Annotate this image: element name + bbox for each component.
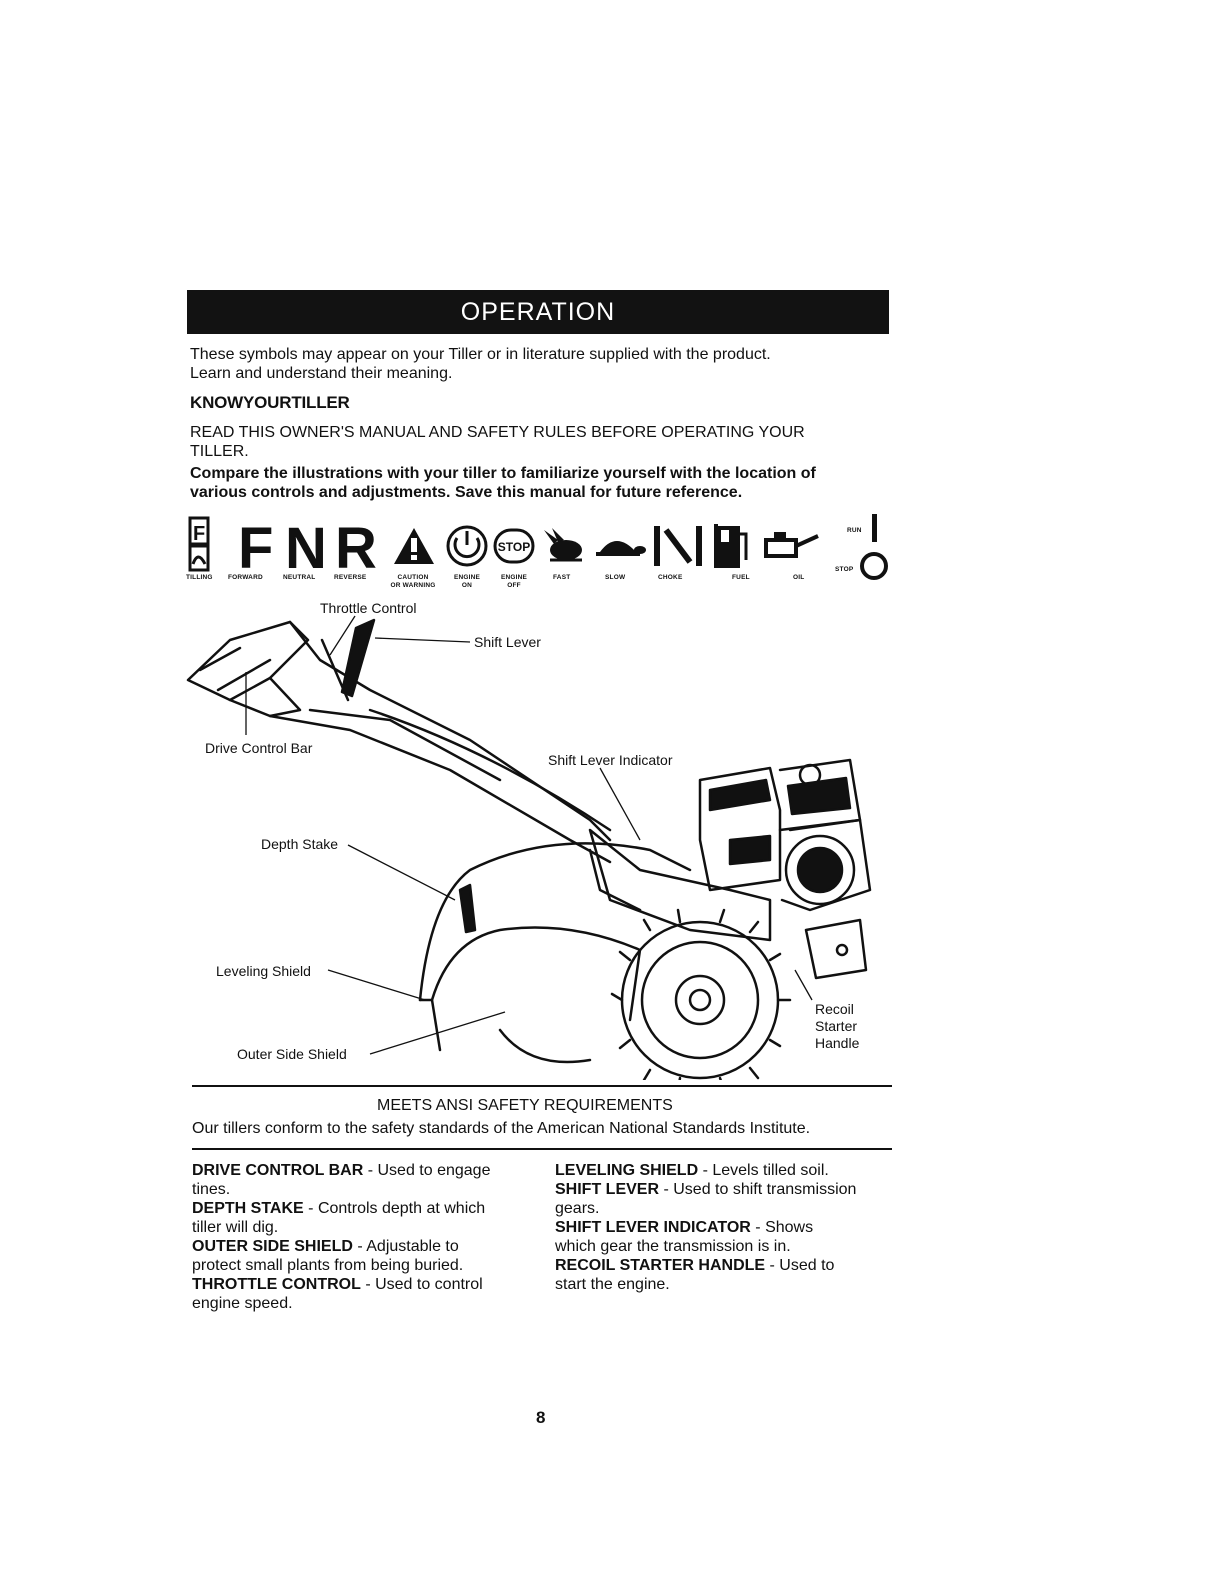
choke-icon — [654, 526, 702, 566]
engine-off-stop-icon: STOP — [493, 528, 535, 564]
def-recoil-starter-handle: RECOIL STARTER HANDLE - Used to — [555, 1257, 835, 1274]
run-label: RUN — [847, 527, 862, 534]
fuel-label: FUEL — [732, 574, 750, 581]
def-shift-lever: SHIFT LEVER - Used to shift transmission — [555, 1181, 857, 1198]
label-outer-side-shield: Outer Side Shield — [237, 1046, 347, 1062]
caution-label: CAUTION OR WARNING — [390, 574, 436, 589]
def-outer-side-shield: OUTER SIDE SHIELD - Adjustable to — [192, 1238, 459, 1255]
def-depth-stake: DEPTH STAKE - Controls depth at which — [192, 1200, 486, 1217]
neutral-label: NEUTRAL — [283, 574, 316, 581]
stop-glyph: STOP — [498, 540, 530, 554]
neutral-glyph: N — [285, 516, 327, 581]
engine-on-label: ENGINE ON — [453, 574, 481, 589]
fast-rabbit-icon — [544, 528, 582, 562]
stop-label: STOP — [835, 566, 854, 573]
def-throttle-control: THROTTLE CONTROL - Used to control — [192, 1276, 483, 1293]
def-leveling-shield: LEVELING SHIELD - Levels tilled soil. — [555, 1162, 829, 1179]
know-your-tiller-heading: KNOWYOURTILLER — [190, 393, 350, 412]
label-shift-lever-indicator: Shift Lever Indicator — [548, 752, 673, 768]
ansi-text: Our tillers conform to the safety standa… — [192, 1120, 811, 1137]
slow-turtle-icon — [596, 541, 646, 556]
definitions-right: LEVELING SHIELD - Levels tilled soil. SH… — [555, 1161, 895, 1294]
stop-circle-icon — [860, 552, 888, 580]
svg-text:F: F — [193, 523, 205, 545]
read-manual-text: READ THIS OWNER'S MANUAL AND SAFETY RULE… — [190, 423, 805, 461]
oil-can-icon — [764, 532, 819, 558]
read-line-2: TILLER. — [190, 443, 249, 460]
intro-text: These symbols may appear on your Tiller … — [190, 345, 771, 383]
run-bar-icon — [872, 514, 877, 542]
read-line-1: READ THIS OWNER'S MANUAL AND SAFETY RULE… — [190, 424, 805, 441]
oil-label: OIL — [793, 574, 805, 581]
compare-text: Compare the illustrations with your till… — [190, 464, 816, 502]
label-throttle-control: Throttle Control — [320, 600, 417, 616]
reverse-label: REVERSE — [334, 574, 367, 581]
tilling-icon: F — [188, 516, 210, 572]
forward-label: FORWARD — [228, 574, 263, 581]
label-depth-stake: Depth Stake — [261, 836, 339, 852]
choke-label: CHOKE — [658, 574, 683, 581]
ansi-heading: MEETS ANSI SAFETY REQUIREMENTS — [377, 1097, 673, 1114]
section-banner: OPERATION — [187, 290, 889, 334]
reverse-glyph: R — [335, 516, 377, 581]
tilling-symbol: F — [188, 516, 226, 574]
label-drive-control-bar: Drive Control Bar — [205, 740, 313, 756]
fuel-pump-icon — [714, 524, 748, 568]
tilling-label: TILLING — [186, 574, 213, 581]
intro-line-1: These symbols may appear on your Tiller … — [190, 346, 771, 363]
engine-off-label: ENGINE OFF — [500, 574, 528, 589]
def-shift-lever-indicator: SHIFT LEVER INDICATOR - Shows — [555, 1219, 814, 1236]
intro-line-2: Learn and understand their meaning. — [190, 365, 453, 382]
rule-top — [192, 1085, 892, 1087]
def-drive-control-bar: DRIVE CONTROL BAR - Used to engage — [192, 1162, 491, 1179]
compare-line-2: various controls and adjustments. Save t… — [190, 484, 743, 501]
engine-on-icon — [446, 525, 488, 567]
fast-label: FAST — [553, 574, 571, 581]
label-leveling-shield: Leveling Shield — [216, 963, 311, 979]
label-shift-lever: Shift Lever — [474, 634, 541, 650]
label-recoil-starter-handle: Recoil Starter Handle — [815, 1001, 860, 1051]
compare-line-1: Compare the illustrations with your till… — [190, 465, 816, 482]
forward-glyph: F — [238, 516, 274, 581]
page-number: 8 — [536, 1408, 546, 1427]
definitions-left: DRIVE CONTROL BAR - Used to engage tines… — [192, 1161, 532, 1313]
rule-bottom — [192, 1148, 892, 1150]
slow-label: SLOW — [605, 574, 626, 581]
caution-icon — [394, 528, 434, 564]
tiller-illustration — [186, 618, 872, 1080]
